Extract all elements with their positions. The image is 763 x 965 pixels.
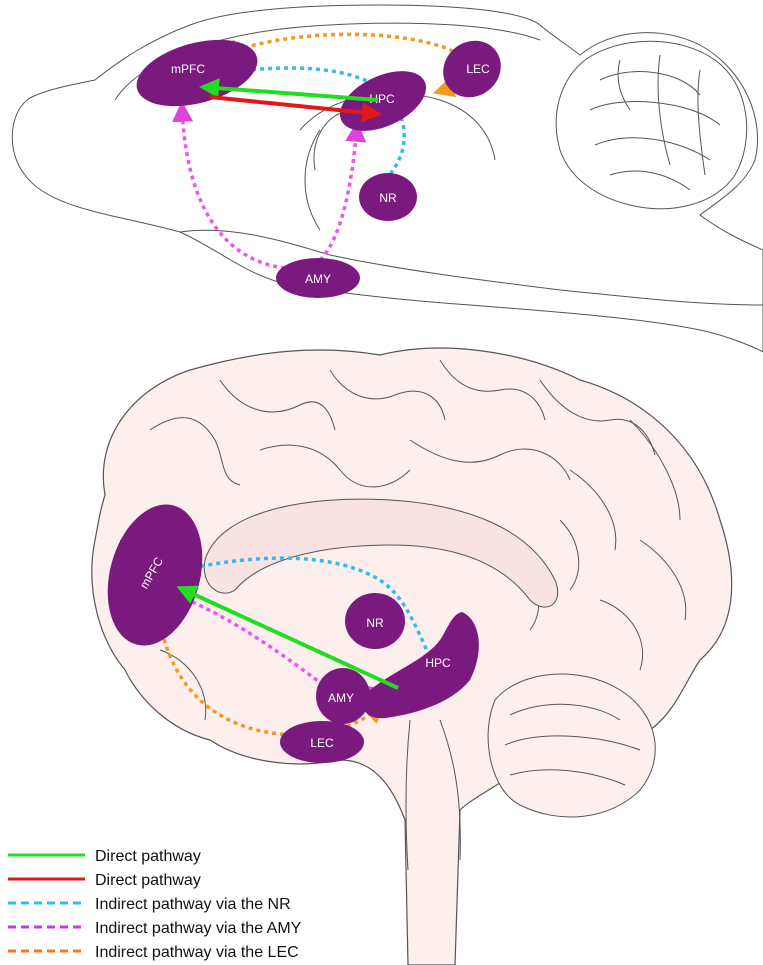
- legend-label-nr: Indirect pathway via the NR: [95, 896, 291, 913]
- human-nr-label: NR: [366, 616, 384, 630]
- rodent-mpfc-label: mPFC: [171, 62, 205, 76]
- legend: Direct pathway Direct pathway Indirect p…: [8, 848, 302, 961]
- legend-label-lec: Indirect pathway via the LEC: [95, 944, 299, 961]
- legend-label-direct-red: Direct pathway: [95, 872, 201, 889]
- legend-label-amy: Indirect pathway via the AMY: [95, 920, 302, 937]
- human-amy-label: AMY: [328, 691, 354, 705]
- rodent-brain: mPFC HPC LEC NR AMY: [12, 5, 763, 352]
- rodent-amy-label: AMY: [305, 272, 331, 286]
- rodent-nr-label: NR: [379, 191, 397, 205]
- rodent-cerebellum: [556, 41, 747, 209]
- human-hpc-label: HPC: [425, 656, 451, 670]
- human-lec-label: LEC: [310, 736, 334, 750]
- legend-label-direct-green: Direct pathway: [95, 848, 201, 865]
- rodent-lec-label: LEC: [466, 62, 490, 76]
